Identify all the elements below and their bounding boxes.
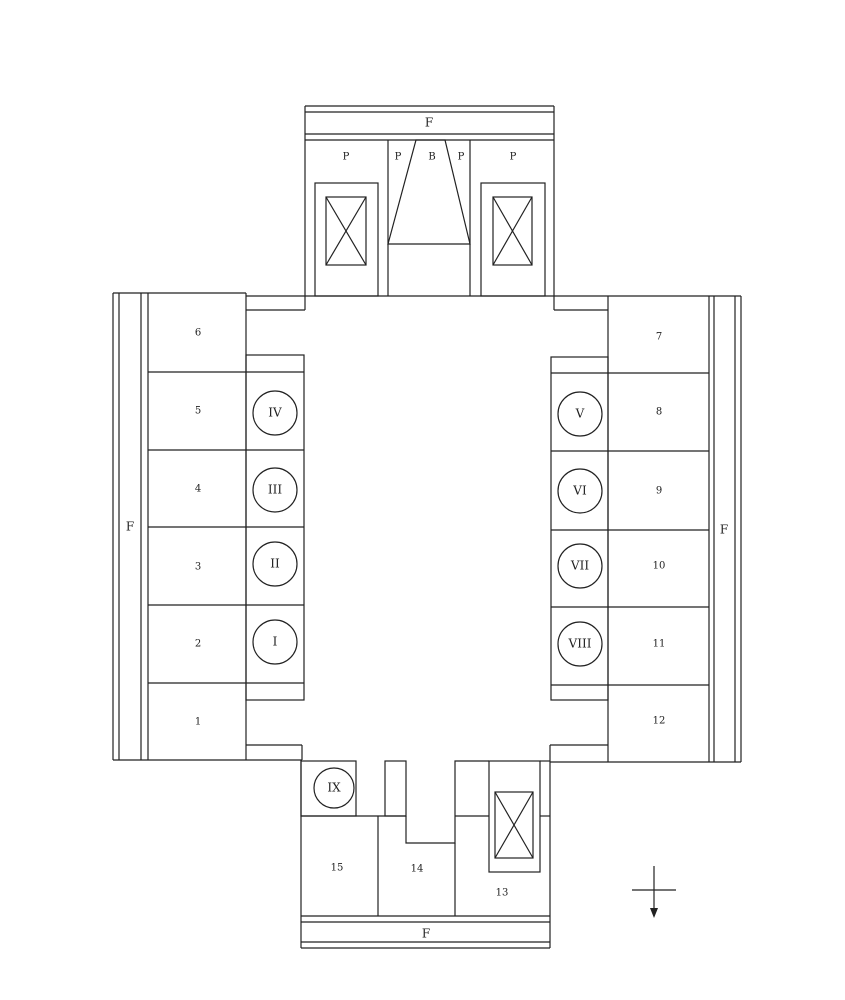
circle-label: IV bbox=[268, 406, 282, 420]
room-label: 6 bbox=[195, 328, 201, 339]
frieze-label: F bbox=[126, 520, 134, 534]
room-label: 9 bbox=[656, 486, 662, 497]
room-label: 12 bbox=[653, 716, 666, 727]
door-box bbox=[314, 182, 379, 297]
trapezoid-b bbox=[387, 139, 471, 245]
room-label: 10 bbox=[653, 561, 666, 572]
circle-label: III bbox=[268, 483, 282, 497]
pillar bbox=[384, 760, 407, 817]
circle-label: V bbox=[575, 407, 585, 421]
circle-label: II bbox=[270, 557, 280, 571]
colonnade-left bbox=[245, 354, 305, 701]
circle-label: VI bbox=[572, 484, 587, 498]
room-label: 15 bbox=[331, 863, 344, 874]
colonnade-right bbox=[550, 356, 609, 701]
porch-label: P bbox=[343, 152, 350, 163]
door-box bbox=[480, 182, 546, 297]
porch-label: P bbox=[458, 152, 465, 163]
left-wing: F 6 5 4 3 2 1 IV III II I bbox=[112, 292, 305, 761]
bottom-wing: IX 15 14 13 F bbox=[300, 760, 551, 949]
frieze-label: F bbox=[422, 927, 430, 941]
room-label: 13 bbox=[496, 888, 509, 899]
door-box bbox=[488, 760, 541, 873]
room-label: 5 bbox=[195, 406, 201, 417]
porch-label: P bbox=[510, 152, 517, 163]
room-label: 3 bbox=[195, 562, 201, 573]
b-label: B bbox=[428, 152, 435, 163]
compass-arrow-icon bbox=[632, 866, 676, 918]
room-label: 11 bbox=[653, 639, 666, 650]
room-label: 1 bbox=[195, 717, 201, 728]
room-label: 8 bbox=[656, 407, 662, 418]
frieze-label: F bbox=[425, 116, 433, 130]
room-label: 14 bbox=[411, 864, 424, 875]
room-label: 2 bbox=[195, 639, 201, 650]
room-label: 4 bbox=[195, 484, 201, 495]
porch-label: P bbox=[395, 152, 402, 163]
circle-label: I bbox=[273, 635, 278, 649]
top-wing: F P P B P P bbox=[246, 105, 608, 310]
room-label: 7 bbox=[656, 332, 662, 343]
frieze-label: F bbox=[720, 523, 728, 537]
circle-label: IX bbox=[327, 781, 341, 795]
right-wing: F 7 8 9 10 11 12 V VI VII VIII bbox=[549, 295, 742, 763]
circle-label: VII bbox=[570, 559, 589, 573]
circle-label: VIII bbox=[568, 637, 592, 651]
